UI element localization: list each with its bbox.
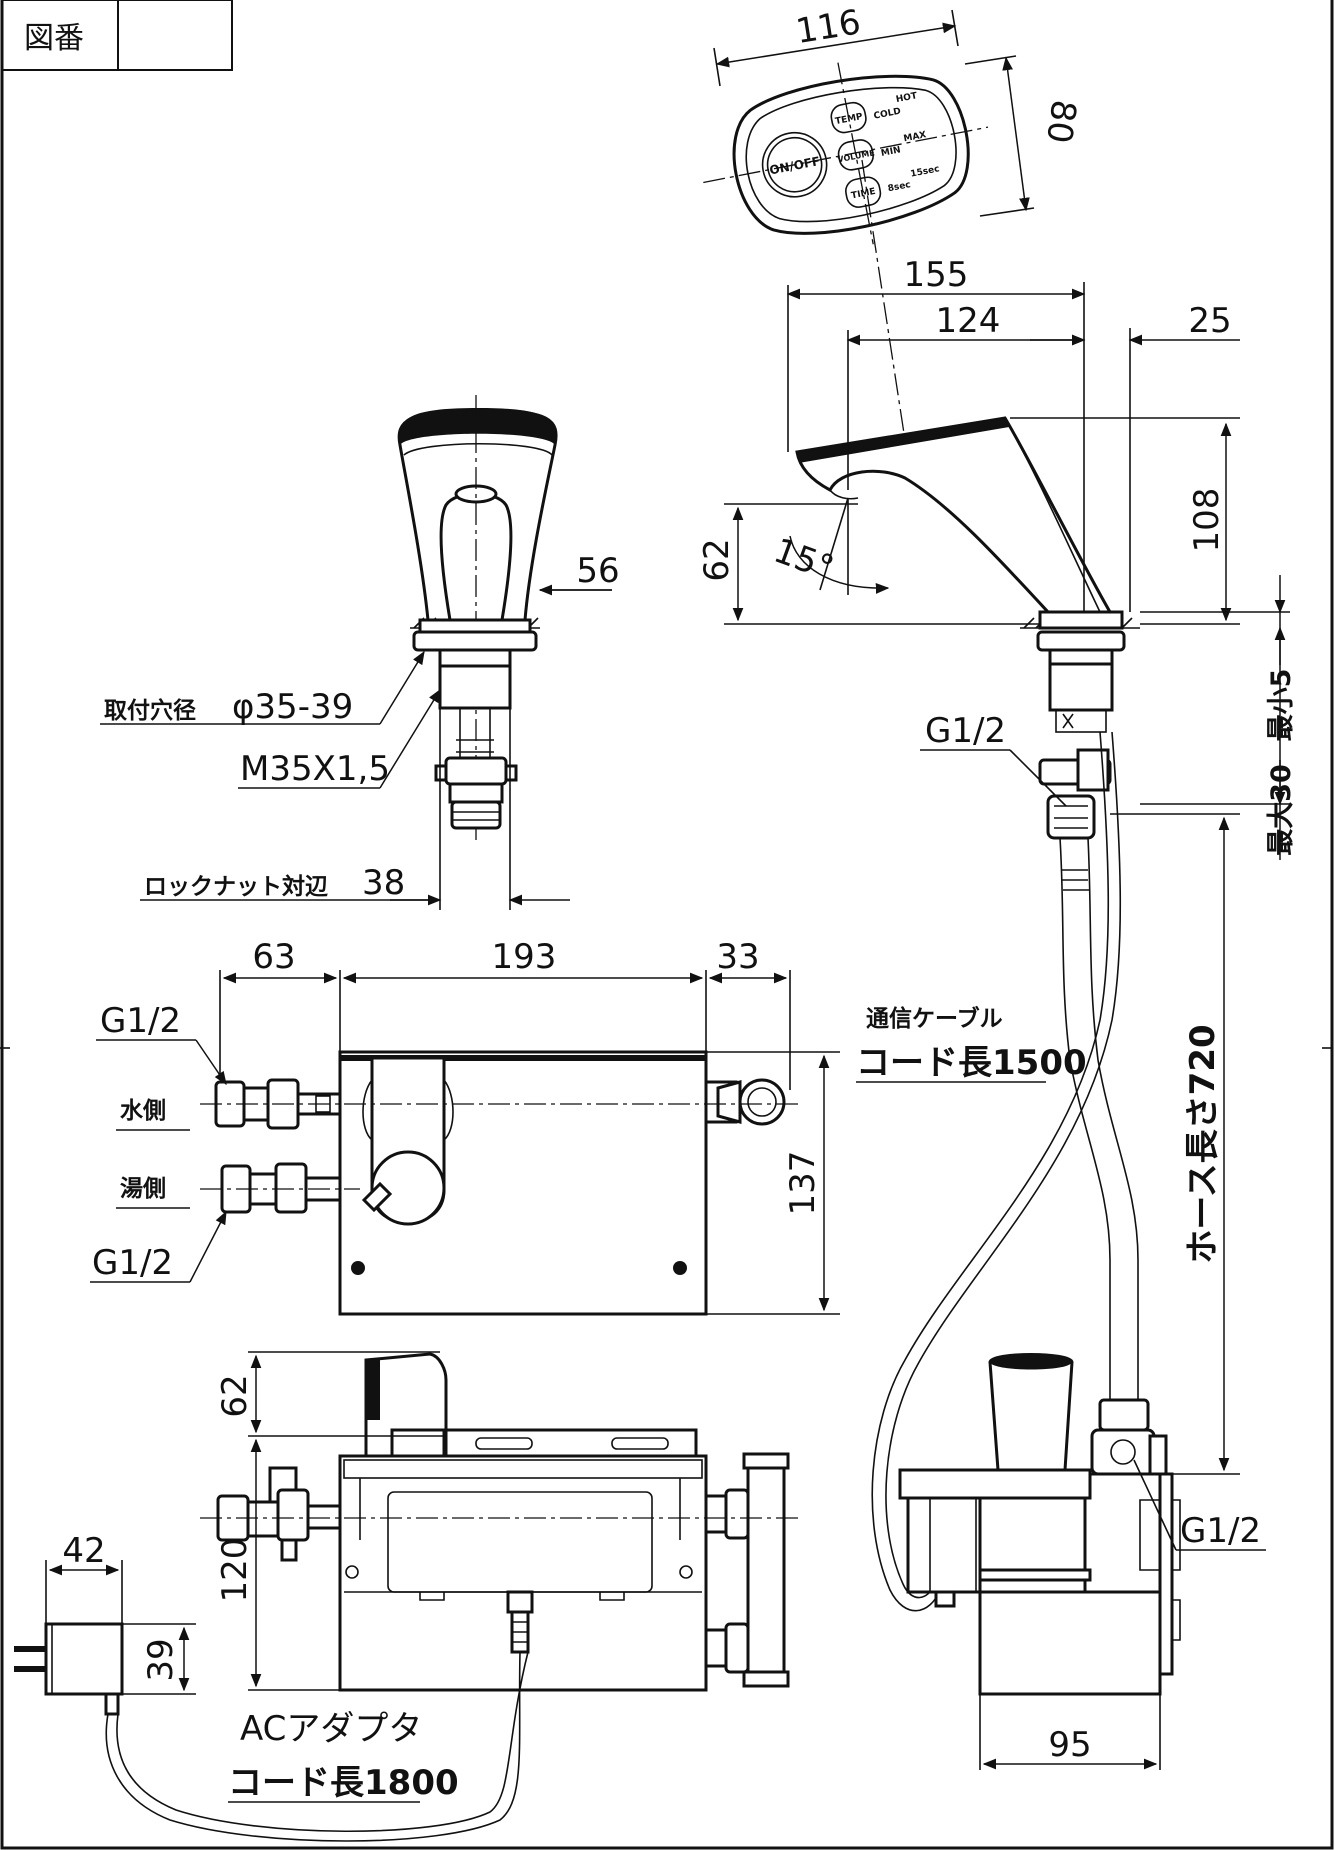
faucet-front-thread: M35X1,5 (240, 749, 390, 789)
box-front-body-height-dim: 120 (215, 1538, 255, 1603)
box-top-left-dim: 63 (252, 937, 295, 977)
remote-control: ON/OFF TEMP VOLUME TIME HOT COLD MAX MIN… (703, 62, 989, 245)
box-top-thread-lower: G1/2 (92, 1243, 173, 1283)
adapter-cord-length: コード長1800 (228, 1763, 459, 1803)
faucet-thread-top: G1/2 (925, 711, 1006, 751)
faucet-side-view (795, 416, 1181, 1696)
title-block-label: 図番 (24, 21, 84, 56)
remote-indicator-hot: HOT (895, 91, 919, 105)
faucet-front-width-dim: 56 (576, 551, 619, 591)
control-box-front-view (200, 1352, 800, 1692)
faucet-unit-width-dim: 95 (1048, 1725, 1091, 1765)
faucet-thread-bottom: G1/2 (1180, 1511, 1261, 1551)
box-cable-label: 通信ケーブル (866, 1005, 1003, 1032)
faucet-counter-max: 最大30 (1266, 764, 1297, 856)
box-cable-length: コード長1500 (856, 1043, 1087, 1083)
title-block: 図番 (1, 0, 233, 71)
box-top-thread-upper: G1/2 (100, 1001, 181, 1041)
box-top-height-dim: 137 (783, 1151, 823, 1216)
box-top-middle-dim: 193 (492, 937, 557, 977)
box-top-hot-side: 湯側 (120, 1176, 166, 1202)
faucet-front-locknut-label: ロックナット対辺 (144, 874, 328, 900)
faucet-angle-dim: 15° (769, 531, 839, 589)
faucet-front-hole-value: φ35-39 (232, 687, 353, 727)
faucet-hose-length: ホース長さ720 (1183, 1024, 1223, 1263)
faucet-height-dim: 108 (1187, 488, 1227, 553)
remote-height-dim: 80 (1038, 97, 1084, 145)
remote-indicator-min: MIN (880, 145, 901, 159)
adapter-label: ACアダプタ (240, 1709, 422, 1749)
remote-indicator-8sec: 8sec (887, 180, 912, 194)
faucet-rear-dim: 25 (1188, 301, 1231, 341)
adapter-height-dim: 39 (141, 1638, 181, 1681)
faucet-front-locknut-value: 38 (362, 863, 405, 903)
faucet-spout-dim: 124 (936, 301, 1001, 341)
box-front-top-height-dim: 62 (215, 1374, 255, 1417)
faucet-overall-dim: 155 (904, 255, 969, 295)
adapter-width-dim: 42 (62, 1531, 105, 1571)
control-box-top-view (200, 1050, 800, 1316)
ac-adapter (14, 1622, 529, 1842)
remote-width-dim: 116 (793, 2, 863, 52)
faucet-counter-min: 最小5 (1266, 669, 1297, 742)
faucet-front-view (397, 395, 558, 840)
remote-button-time: TIME (850, 187, 876, 202)
faucet-outlet-height-dim: 62 (697, 538, 737, 581)
box-top-right-dim: 33 (716, 937, 759, 977)
box-top-water-side: 水側 (120, 1098, 166, 1124)
faucet-front-hole-label: 取付穴径 (104, 697, 196, 724)
